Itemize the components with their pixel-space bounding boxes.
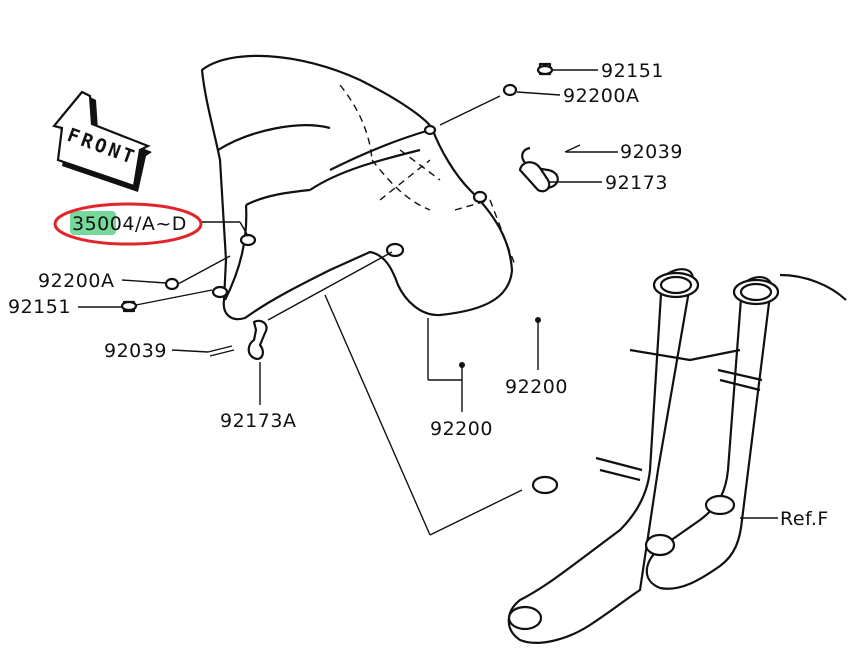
callout-grommet-center[interactable]: 92200 bbox=[430, 418, 493, 440]
callout-fork-ref[interactable]: Ref.F bbox=[780, 508, 829, 530]
callout-clip-left[interactable]: 92173A bbox=[220, 410, 296, 432]
clip-right-icon bbox=[518, 161, 551, 193]
washer-top-icon bbox=[502, 83, 518, 97]
front-fork-illustration bbox=[507, 268, 847, 644]
callout-fender[interactable]: 35004/A~D bbox=[72, 213, 187, 235]
callout-pin-right[interactable]: 92039 bbox=[620, 141, 683, 163]
pin-left-icon bbox=[207, 345, 235, 357]
bolt-top-icon bbox=[536, 62, 554, 76]
bolt-left-icon bbox=[120, 300, 138, 313]
callout-bolt-left[interactable]: 92151 bbox=[8, 296, 71, 318]
front-fender-illustration bbox=[200, 54, 516, 321]
front-arrow-icon: FRONT bbox=[52, 90, 152, 192]
callout-clip-right[interactable]: 92173 bbox=[605, 172, 668, 194]
callout-washer-top[interactable]: 92200A bbox=[563, 85, 639, 107]
clip-left-icon bbox=[247, 319, 268, 360]
highlight-marker bbox=[70, 211, 116, 235]
fender-part-number-highlight: 35004/A~D bbox=[53, 202, 203, 246]
highlight-circle bbox=[53, 202, 203, 246]
leader-lines bbox=[78, 69, 778, 536]
callout-washer-left[interactable]: 92200A bbox=[38, 270, 114, 292]
callout-pin-left[interactable]: 92039 bbox=[104, 340, 167, 362]
callout-bolt-top[interactable]: 92151 bbox=[601, 60, 664, 82]
callout-grommet-right[interactable]: 92200 bbox=[505, 376, 568, 398]
washer-left-icon bbox=[164, 277, 180, 291]
